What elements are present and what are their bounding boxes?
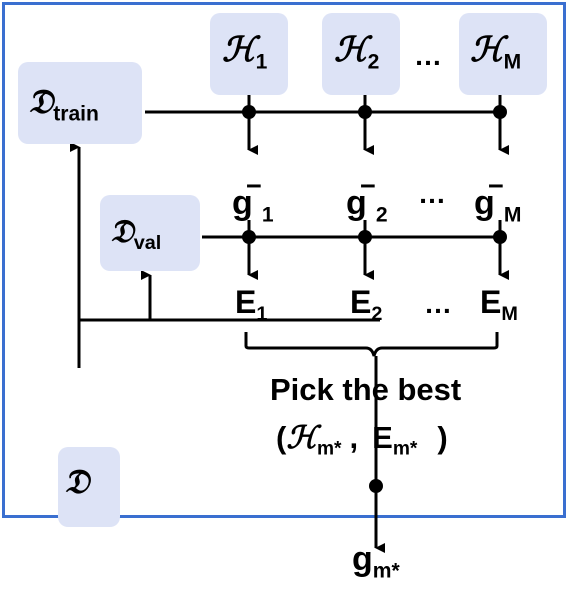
train-node-m — [493, 105, 507, 119]
train-data-box — [18, 62, 142, 144]
val-data-label: 𝔇val — [110, 212, 162, 254]
error-ellipsis: … — [424, 288, 452, 319]
train-data-label: 𝔇train — [28, 82, 99, 126]
pick-best-tuple: (ℋm*,Em*) — [276, 420, 448, 460]
output-model-label: gm* — [352, 540, 400, 583]
train-node-2 — [358, 105, 372, 119]
brace — [244, 332, 499, 357]
hypothesis-ellipsis: … — [414, 40, 442, 71]
error-label-m: EM — [480, 284, 518, 325]
val-node-1 — [242, 230, 256, 244]
val-node-m — [493, 230, 507, 244]
hypothesis-box-m — [459, 13, 547, 95]
hypothesis-box-1 — [210, 13, 288, 95]
model-label-1: g−1 — [232, 170, 274, 227]
pick-best-text: Pick the best — [270, 372, 462, 407]
full-data-label: 𝔇 — [64, 462, 90, 502]
model-label-2: g−2 — [346, 170, 388, 227]
full-data-box — [58, 447, 120, 527]
model-label-m: g−M — [474, 170, 522, 227]
val-node-2 — [358, 230, 372, 244]
val-data-box — [100, 195, 200, 271]
select-node — [369, 479, 383, 493]
outer-frame — [2, 2, 566, 518]
hypothesis-label-m: ℋM — [470, 30, 522, 74]
error-label-2: E2 — [350, 284, 383, 325]
error-label-1: E1 — [235, 284, 268, 325]
hypothesis-label-2: ℋ2 — [334, 30, 380, 74]
model-ellipsis: … — [418, 178, 446, 209]
hypothesis-label-1: ℋ1 — [222, 30, 268, 74]
train-node-1 — [242, 105, 256, 119]
hypothesis-box-2 — [322, 13, 400, 95]
